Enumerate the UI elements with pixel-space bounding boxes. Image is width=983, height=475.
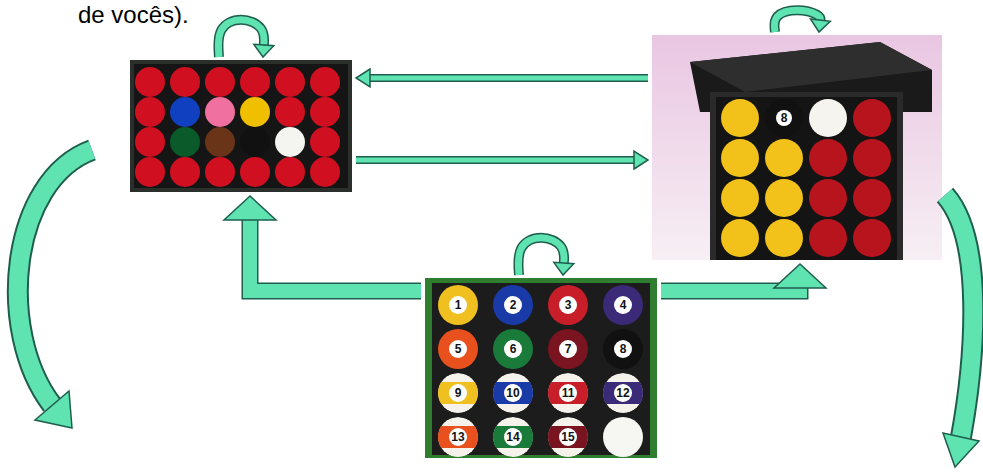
ball-number: 6 — [510, 343, 517, 355]
ball-number: 14 — [506, 431, 519, 443]
ball-number: 15 — [561, 431, 574, 443]
curved-arrow — [18, 150, 92, 428]
ball-number: 11 — [562, 387, 575, 399]
pool-set — [652, 35, 942, 260]
arrow-head — [554, 262, 574, 275]
ball-number: 2 — [510, 299, 517, 311]
ball-number: 13 — [451, 431, 464, 443]
ball-set-box: 123456789101112131415 — [425, 278, 657, 458]
ball-set-box — [130, 60, 352, 192]
arrow-head — [224, 196, 276, 220]
ball-number: 4 — [620, 299, 627, 311]
ball-set-box: 8 — [652, 35, 942, 260]
arrow-head — [356, 69, 370, 87]
arrow-shaft-outline — [218, 20, 264, 57]
ball-number: 5 — [455, 343, 462, 355]
arrow-shaft — [518, 238, 564, 275]
ball-number: 10 — [506, 387, 519, 399]
flow-arrow — [661, 264, 826, 291]
flow-arrow — [518, 238, 573, 275]
arrow-shaft — [356, 158, 635, 163]
arrow-head — [774, 264, 826, 288]
arrow-shaft-outline — [356, 156, 635, 164]
arrow-head — [254, 44, 274, 57]
numbered-pool-set — [425, 278, 657, 458]
ball-number: 1 — [455, 299, 462, 311]
ball-number: 7 — [565, 343, 572, 355]
arrow-shaft-outline — [250, 218, 421, 291]
flow-arrow — [224, 196, 421, 291]
curved-arrow — [943, 195, 979, 467]
ball-number: 12 — [616, 387, 629, 399]
ball-number: 8 — [620, 343, 627, 355]
arrow-shaft — [218, 20, 264, 57]
ball-number: 8 — [781, 112, 788, 124]
arrow-head — [810, 19, 830, 32]
flow-arrow — [356, 151, 648, 169]
arrow-shaft-outline — [518, 238, 564, 275]
flow-arrow — [356, 69, 648, 87]
ball-number: 3 — [565, 299, 572, 311]
ball-number: 9 — [455, 387, 462, 399]
arrow-shaft-outline — [369, 74, 648, 82]
snooker-set — [130, 60, 352, 192]
flow-arrow — [774, 10, 830, 32]
arrow-head — [634, 151, 648, 169]
heading-fragment: de vocês). — [78, 2, 189, 28]
flow-arrow — [218, 20, 273, 57]
arrow-shaft — [250, 218, 421, 291]
arrow-shaft — [369, 76, 648, 81]
